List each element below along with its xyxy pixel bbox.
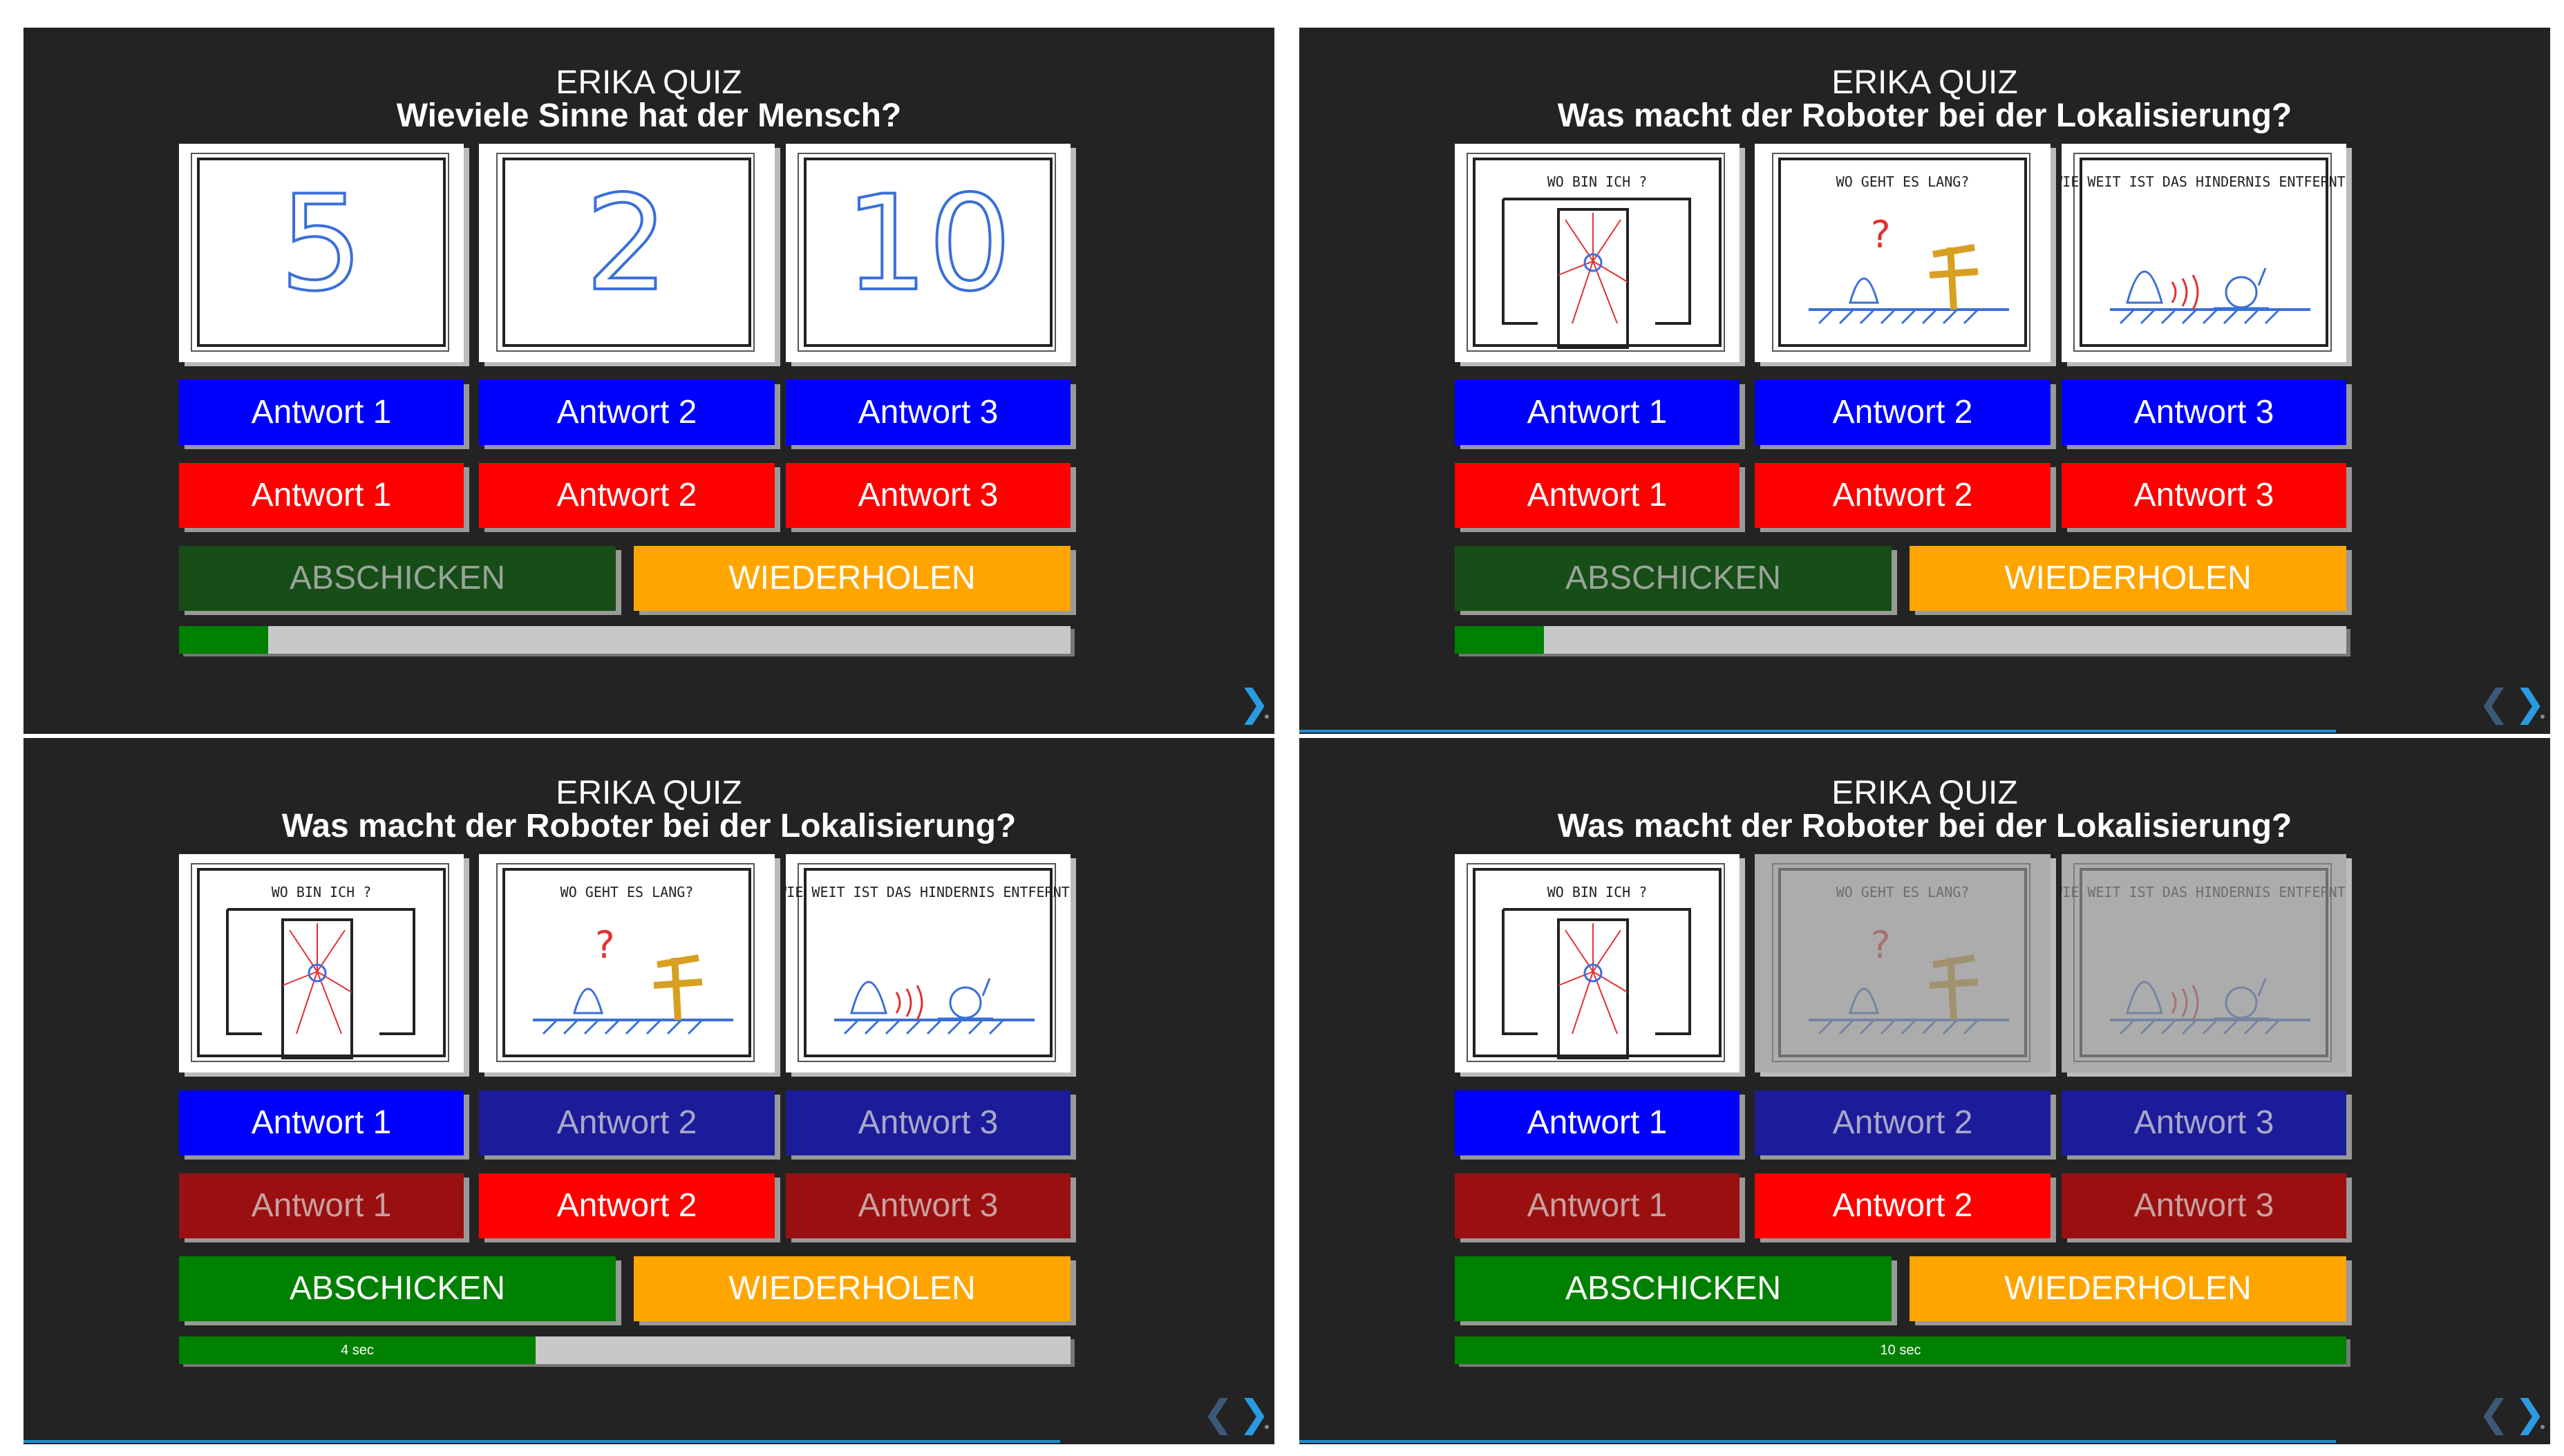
sketch-caption: WO GEHT ES LANG? xyxy=(1836,173,1970,190)
quiz-title: ERIKA QUIZ xyxy=(556,775,742,811)
sketch-number: 2 xyxy=(585,167,669,320)
chevron-left-icon[interactable]: ❮ xyxy=(2478,1393,2510,1435)
sketch-caption: WO BIN ICH ? xyxy=(272,884,372,900)
chevron-right-icon[interactable]: ❯ xyxy=(1238,683,1270,724)
answer-image-2[interactable]: ?WO GEHT ES LANG? xyxy=(1755,854,2051,1072)
svg-text:?: ? xyxy=(595,923,615,967)
blue-answer-button-3[interactable]: Antwort 3 xyxy=(786,380,1071,445)
sketch-caption: WIE WEIT IST DAS HINDERNIS ENTFERNT? xyxy=(2062,173,2346,190)
quiz-question: Was macht der Roboter bei der Lokalisier… xyxy=(1557,97,2292,134)
blue-answer-button-2[interactable]: Antwort 2 xyxy=(479,380,775,445)
blue-answer-button-1[interactable]: Antwort 1 xyxy=(1455,1090,1740,1155)
red-answer-button-3[interactable]: Antwort 3 xyxy=(786,1173,1071,1238)
submit-button[interactable]: ABSCHICKEN xyxy=(1455,546,1892,611)
repeat-button[interactable]: WIEDERHOLEN xyxy=(1910,546,2346,611)
quiz-title: ERIKA QUIZ xyxy=(1831,64,2018,101)
answer-image-1[interactable]: 5 xyxy=(179,144,464,362)
answer-image-1[interactable]: WO BIN ICH ? xyxy=(1455,144,1740,362)
red-answer-button-1[interactable]: Antwort 1 xyxy=(1455,1173,1740,1238)
timer-progress-label: 10 sec xyxy=(1880,1343,1921,1358)
answer-image-2[interactable]: ? WO GEHT ES LANG? xyxy=(1755,144,2051,362)
blue-answer-button-3[interactable]: Antwort 3 xyxy=(2062,1090,2346,1155)
slide-indicator-dot xyxy=(1265,715,1269,719)
slide-progress-line xyxy=(1299,1440,2336,1443)
blue-answer-button-1[interactable]: Antwort 1 xyxy=(179,380,464,445)
sketch-caption: WO BIN ICH ? xyxy=(1547,173,1648,190)
slide-progress-line xyxy=(23,1440,1060,1443)
timer-progress-label xyxy=(1455,626,1544,654)
red-answer-button-2[interactable]: Antwort 2 xyxy=(479,1173,775,1238)
repeat-button[interactable]: WIEDERHOLEN xyxy=(1910,1256,2346,1321)
blue-answer-button-1[interactable]: Antwort 1 xyxy=(1455,380,1740,445)
answer-image-3[interactable]: WIE WEIT IST DAS HINDERNIS ENTFERNT? xyxy=(2062,144,2346,362)
timer-progress-label: 4 sec xyxy=(341,1343,374,1358)
timer-progress-label xyxy=(179,626,268,654)
sketch-caption: WO GEHT ES LANG? xyxy=(560,884,694,900)
blue-answer-button-3[interactable]: Antwort 3 xyxy=(2062,380,2346,445)
red-answer-button-2[interactable]: Antwort 2 xyxy=(1755,1173,2051,1238)
red-answer-button-2[interactable]: Antwort 2 xyxy=(1755,463,2051,528)
chevron-right-icon[interactable]: ❯ xyxy=(2514,1393,2546,1435)
blue-answer-button-3[interactable]: Antwort 3 xyxy=(786,1090,1071,1155)
slide-indicator-dot xyxy=(2541,1425,2545,1429)
timer-progress-bar: 4 sec xyxy=(179,1336,1071,1364)
repeat-button[interactable]: WIEDERHOLEN xyxy=(634,546,1071,611)
red-answer-button-3[interactable]: Antwort 3 xyxy=(2062,463,2346,528)
timer-progress-fill xyxy=(1455,1336,2346,1364)
answer-image-3[interactable]: WIE WEIT IST DAS HINDERNIS ENTFERNT? xyxy=(786,854,1071,1072)
repeat-button[interactable]: WIEDERHOLEN xyxy=(634,1256,1071,1321)
image-dim-overlay xyxy=(1755,854,2051,1072)
sketch-number: 10 xyxy=(845,167,1012,320)
answer-image-1[interactable]: WO BIN ICH ? xyxy=(1455,854,1740,1072)
submit-button[interactable]: ABSCHICKEN xyxy=(179,1256,616,1321)
timer-progress-bar xyxy=(1455,626,2346,654)
chevron-right-icon[interactable]: ❯ xyxy=(1238,1393,1270,1435)
timer-progress-fill xyxy=(179,1336,536,1364)
answer-image-2[interactable]: 2 xyxy=(479,144,775,362)
timer-progress-fill xyxy=(179,626,268,654)
answer-image-2[interactable]: ? WO GEHT ES LANG? xyxy=(479,854,775,1072)
blue-answer-button-2[interactable]: Antwort 2 xyxy=(1755,380,2051,445)
blue-answer-button-2[interactable]: Antwort 2 xyxy=(1755,1090,2051,1155)
chevron-left-icon[interactable]: ❮ xyxy=(1203,1393,1234,1435)
red-answer-button-3[interactable]: Antwort 3 xyxy=(786,463,1071,528)
red-answer-button-1[interactable]: Antwort 1 xyxy=(179,1173,464,1238)
red-answer-button-1[interactable]: Antwort 1 xyxy=(1455,463,1740,528)
svg-text:?: ? xyxy=(1871,213,1891,256)
timer-progress-fill xyxy=(1455,626,1544,654)
slide-progress-line xyxy=(1299,730,2336,732)
blue-answer-button-1[interactable]: Antwort 1 xyxy=(179,1090,464,1155)
image-dim-overlay xyxy=(2062,854,2346,1072)
sketch-caption: WO BIN ICH ? xyxy=(1547,884,1648,900)
submit-button[interactable]: ABSCHICKEN xyxy=(179,546,616,611)
slide-indicator-dot xyxy=(2541,715,2545,719)
answer-image-3[interactable]: WIE WEIT IST DAS HINDERNIS ENTFERNT? xyxy=(2062,854,2346,1072)
answer-image-3[interactable]: 10 xyxy=(786,144,1071,362)
blue-answer-button-2[interactable]: Antwort 2 xyxy=(479,1090,775,1155)
timer-progress-bar: 10 sec xyxy=(1455,1336,2346,1364)
sketch-number: 5 xyxy=(280,167,364,320)
red-answer-button-2[interactable]: Antwort 2 xyxy=(479,463,775,528)
slide-indicator-dot xyxy=(1265,1425,1269,1429)
red-answer-button-3[interactable]: Antwort 3 xyxy=(2062,1173,2346,1238)
quiz-question: Was macht der Roboter bei der Lokalisier… xyxy=(1557,808,2292,844)
red-answer-button-1[interactable]: Antwort 1 xyxy=(179,463,464,528)
quiz-title: ERIKA QUIZ xyxy=(556,64,742,101)
quiz-question: Wieviele Sinne hat der Mensch? xyxy=(396,97,902,134)
quiz-title: ERIKA QUIZ xyxy=(1831,775,2018,811)
answer-image-1[interactable]: WO BIN ICH ? xyxy=(179,854,464,1072)
sketch-caption: WIE WEIT IST DAS HINDERNIS ENTFERNT? xyxy=(786,884,1071,900)
chevron-right-icon[interactable]: ❯ xyxy=(2514,683,2546,724)
timer-progress-bar xyxy=(179,626,1071,654)
quiz-question: Was macht der Roboter bei der Lokalisier… xyxy=(281,808,1017,844)
chevron-left-icon[interactable]: ❮ xyxy=(2478,683,2510,724)
submit-button[interactable]: ABSCHICKEN xyxy=(1455,1256,1892,1321)
